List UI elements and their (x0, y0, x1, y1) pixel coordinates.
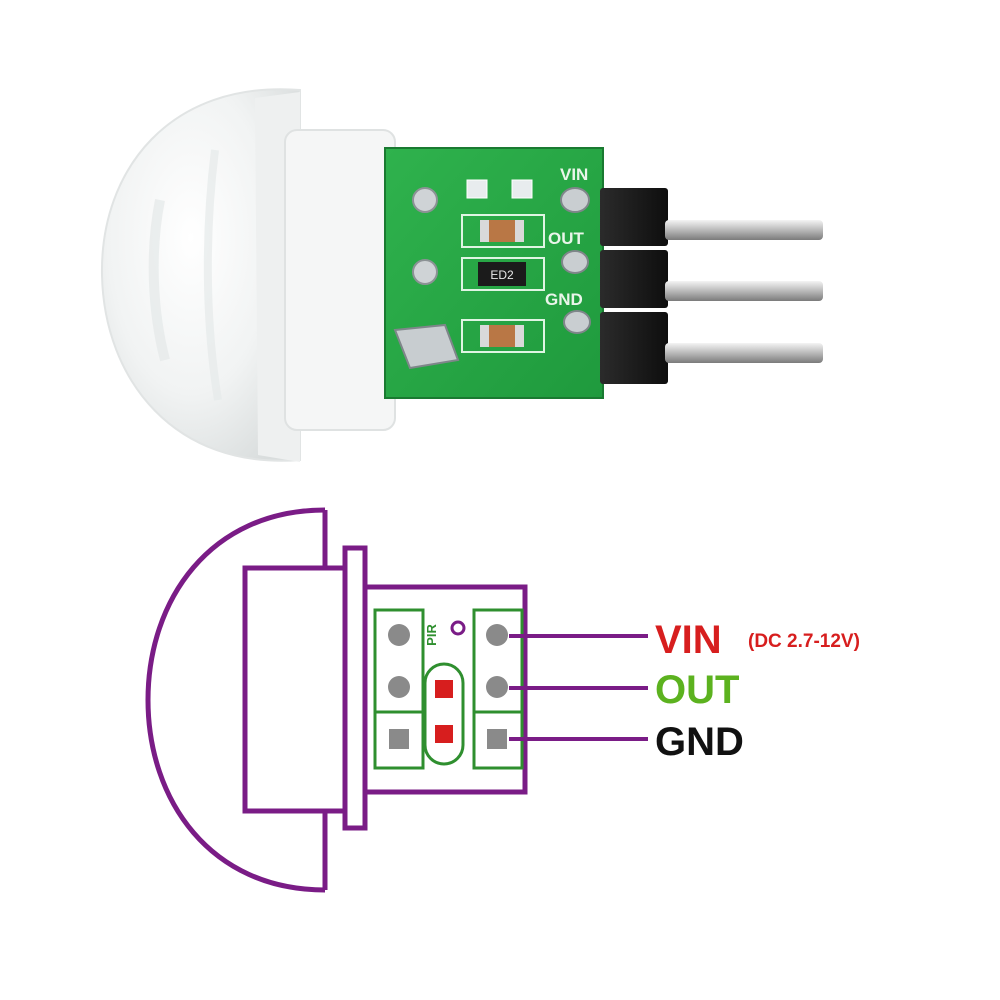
lens-body-outline (242, 565, 348, 814)
silkscreen-out: OUT (548, 229, 585, 248)
module-photo: ED2 VIN OUT GND (100, 88, 823, 462)
pad-left-2 (388, 676, 410, 698)
pin-header (600, 188, 823, 384)
pad-out (486, 676, 508, 698)
header-pin-gnd (665, 343, 823, 363)
pad-left-1 (388, 624, 410, 646)
pin-label-gnd: GND (655, 720, 744, 764)
header-pin-out (665, 281, 823, 301)
jumper-pad-2 (435, 725, 453, 743)
pin-label-vin: VIN (655, 618, 722, 662)
fresnel-dome (100, 88, 396, 462)
dome-outline (145, 507, 326, 893)
jumper-outline (423, 662, 465, 766)
silkscreen-vin: VIN (560, 165, 588, 184)
pcb-board: ED2 VIN OUT GND (384, 147, 604, 399)
pad-gnd (487, 729, 507, 749)
pin-label-out: OUT (655, 668, 739, 712)
jumper-pad-1 (435, 680, 453, 698)
silkscreen-gnd: GND (545, 290, 583, 309)
pad-left-3 (389, 729, 409, 749)
flange-outline (342, 545, 368, 831)
pinout-diagram: PIR VIN (DC 2.7-12V) OUT GND (145, 507, 860, 893)
chip-marking: ED2 (490, 268, 514, 282)
left-pad-column (373, 608, 425, 770)
pir-marking: PIR (424, 624, 439, 646)
pad-vin (486, 624, 508, 646)
sensor-dot (450, 620, 466, 636)
pin-note-vin: (DC 2.7-12V) (748, 631, 860, 652)
header-pin-vin (665, 220, 823, 240)
